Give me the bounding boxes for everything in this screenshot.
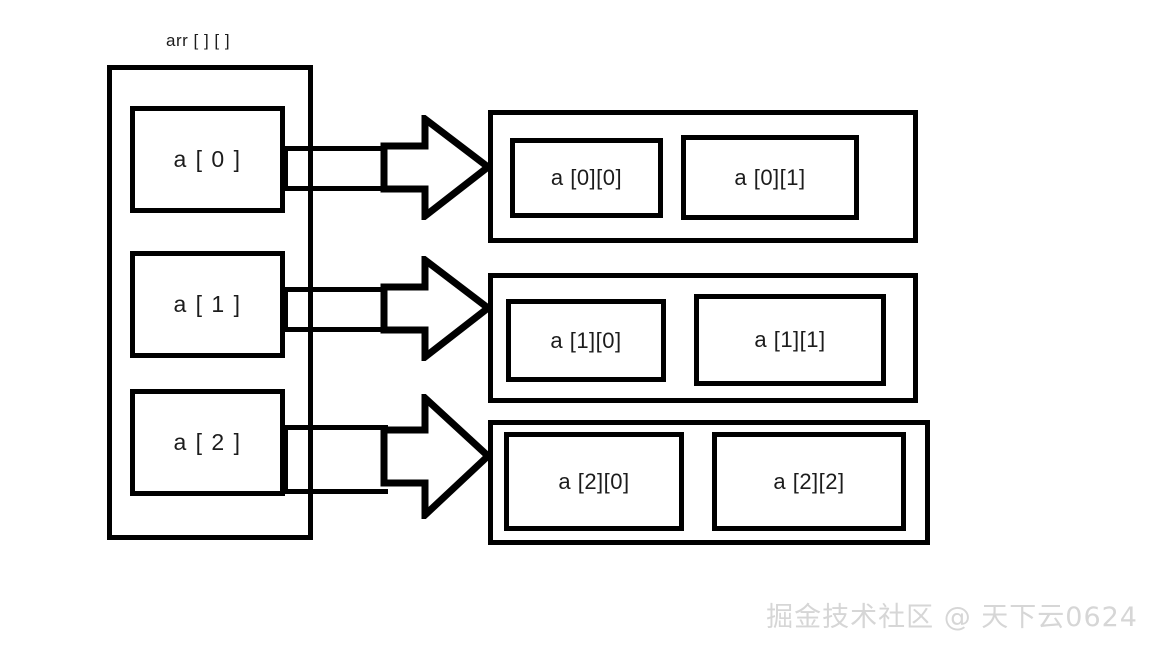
cell-1-0-label: a [1][0] <box>550 327 622 353</box>
array-slot-2-label: a [ 2 ] <box>173 429 242 455</box>
cell-2-1-label: a [2][2] <box>773 468 845 494</box>
array-slot-0-label: a [ 0 ] <box>173 146 242 172</box>
cell-0-0-label: a [0][0] <box>550 165 623 190</box>
array-slot-1[interactable]: a [ 1 ] <box>130 251 285 358</box>
arrow-row-0 <box>380 115 492 220</box>
connector-row-2-joiner <box>283 425 288 494</box>
connector-row-0-lower <box>283 186 388 191</box>
cell-0-1[interactable]: a [0][1] <box>681 135 859 220</box>
connector-row-1-lower <box>283 327 388 332</box>
connector-row-1-joiner <box>283 287 288 332</box>
array-slot-0[interactable]: a [ 0 ] <box>130 106 285 213</box>
cell-0-0[interactable]: a [0][0] <box>510 138 663 218</box>
array-slot-1-label: a [ 1 ] <box>173 291 242 317</box>
cell-1-1-label: a [1][1] <box>754 327 826 352</box>
cell-1-1[interactable]: a [1][1] <box>694 294 886 386</box>
connector-row-0-joiner <box>283 146 288 191</box>
cell-1-0[interactable]: a [1][0] <box>506 299 666 382</box>
connector-row-0-upper <box>283 146 388 151</box>
cell-2-0-label: a [2][0] <box>558 468 630 494</box>
cell-2-1[interactable]: a [2][2] <box>712 432 906 531</box>
cell-0-1-label: a [0][1] <box>734 164 806 190</box>
array-slot-2[interactable]: a [ 2 ] <box>130 389 285 496</box>
cell-2-0[interactable]: a [2][0] <box>504 432 684 531</box>
arrow-row-1 <box>380 256 492 361</box>
arrow-row-2 <box>380 394 492 519</box>
array-title-label: arr [ ] [ ] <box>166 31 231 50</box>
connector-row-1-upper <box>283 287 388 292</box>
watermark-text: 掘金技术社区 @ 天下云0624 <box>766 602 1138 633</box>
connector-row-2-lower <box>283 489 388 494</box>
connector-row-2-upper <box>283 425 388 430</box>
